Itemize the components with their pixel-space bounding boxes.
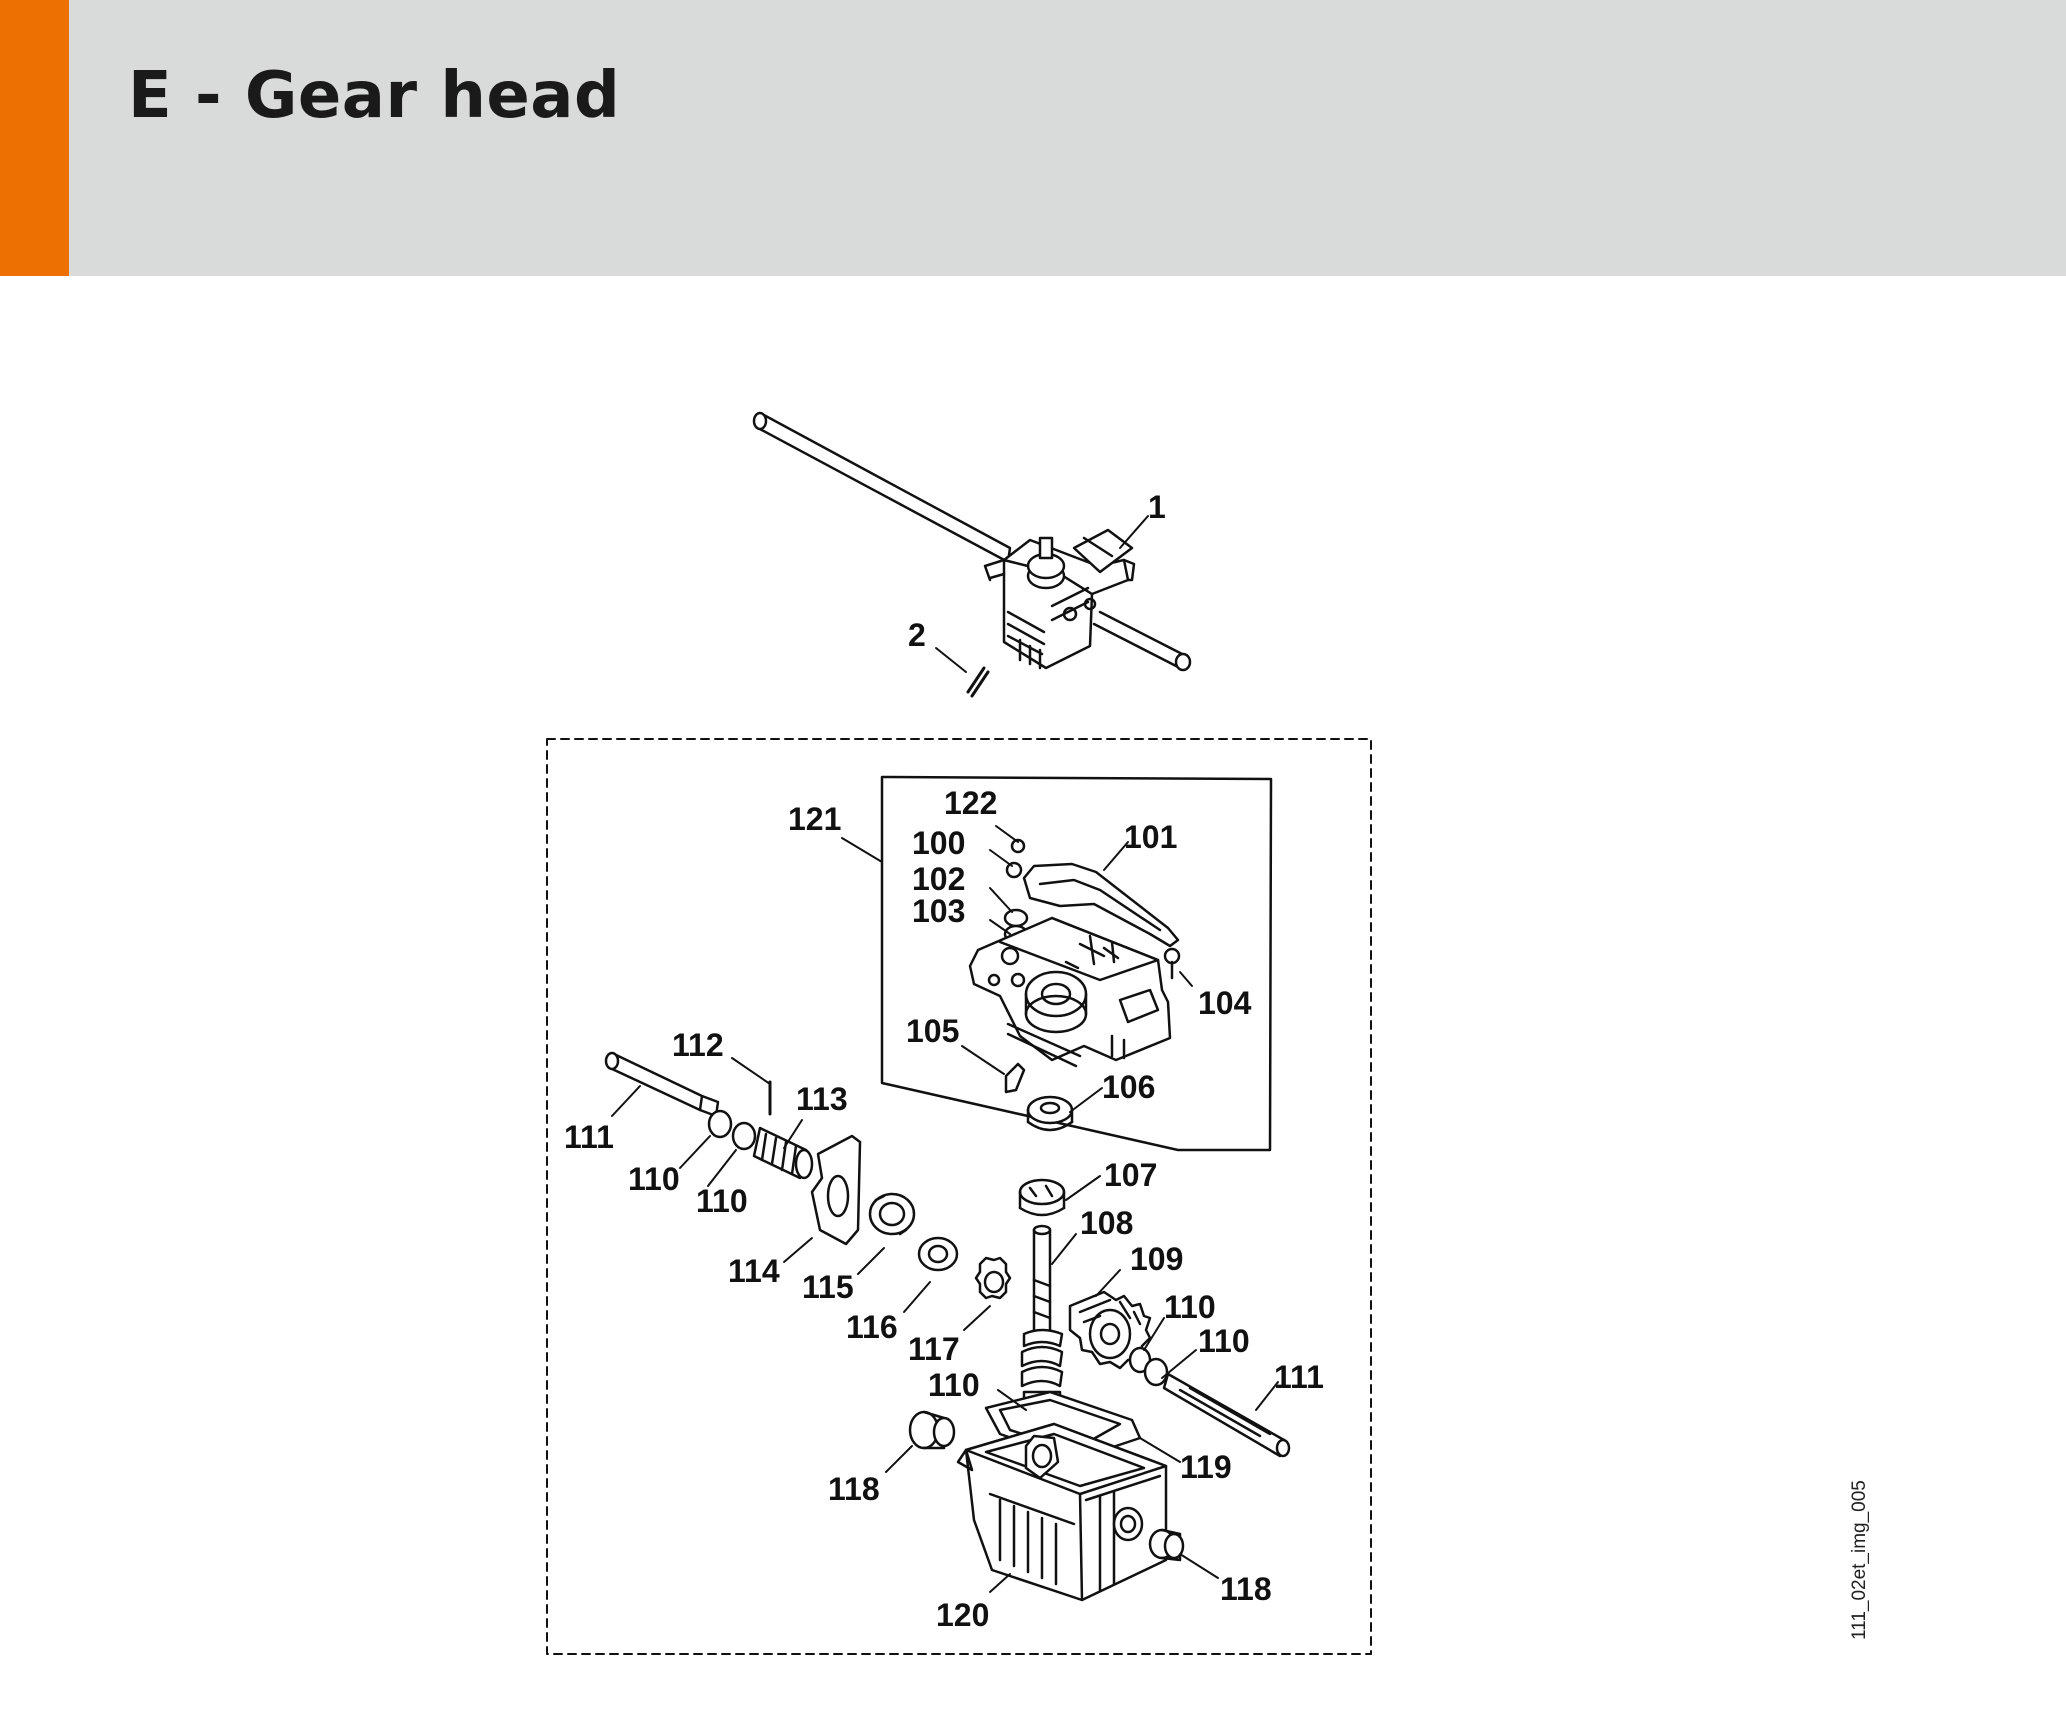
label-110-right-b: 110 (1198, 1323, 1250, 1359)
label-111-left: 111 (564, 1119, 614, 1155)
label-110-left-a: 110 (628, 1161, 680, 1197)
label-111-right: 111 (1274, 1359, 1324, 1395)
label-104: 104 (1198, 985, 1252, 1021)
label-120: 120 (936, 1597, 989, 1633)
worm-shaft-group (1018, 1178, 1291, 1458)
cover-assembly (968, 838, 1181, 1132)
part-labels: 1 2 122 121 100 101 102 103 104 105 106 … (564, 489, 1324, 1633)
header-bar (0, 0, 2066, 276)
label-101: 101 (1124, 819, 1177, 855)
page-title: E - Gear head (128, 59, 621, 133)
label-118-right: 118 (1220, 1571, 1272, 1607)
label-114: 114 (728, 1253, 780, 1289)
left-shaft-group (604, 1051, 1012, 1300)
label-110-center: 110 (928, 1367, 980, 1403)
label-117: 117 (908, 1331, 960, 1367)
image-reference-code: 111_02et_img_005 (1849, 1480, 1870, 1640)
label-106: 106 (1102, 1069, 1155, 1105)
label-102: 102 (912, 861, 965, 897)
label-108: 108 (1080, 1205, 1133, 1241)
label-113: 113 (796, 1081, 848, 1117)
label-115: 115 (802, 1269, 854, 1305)
label-2: 2 (908, 617, 926, 653)
label-116: 116 (846, 1309, 898, 1345)
exploded-group-frame (546, 738, 1372, 1655)
label-119: 119 (1180, 1449, 1232, 1485)
label-110-left-b: 110 (696, 1183, 748, 1219)
leader-lines (611, 515, 1279, 1593)
accent-stripe (0, 0, 69, 276)
label-110-right-a: 110 (1164, 1289, 1216, 1325)
label-122: 122 (944, 785, 997, 821)
label-1: 1 (1148, 489, 1166, 525)
cover-frame (880, 775, 1273, 1152)
label-118-left: 118 (828, 1471, 880, 1507)
label-103: 103 (912, 893, 965, 929)
label-100: 100 (912, 825, 965, 861)
label-109: 109 (1130, 1241, 1183, 1277)
label-121: 121 (788, 801, 841, 837)
housing-group (908, 1390, 1185, 1602)
pin (966, 666, 990, 698)
assembled-gear-head (752, 411, 1192, 672)
label-112: 112 (672, 1027, 724, 1063)
label-107: 107 (1104, 1157, 1157, 1193)
label-105: 105 (906, 1013, 959, 1049)
